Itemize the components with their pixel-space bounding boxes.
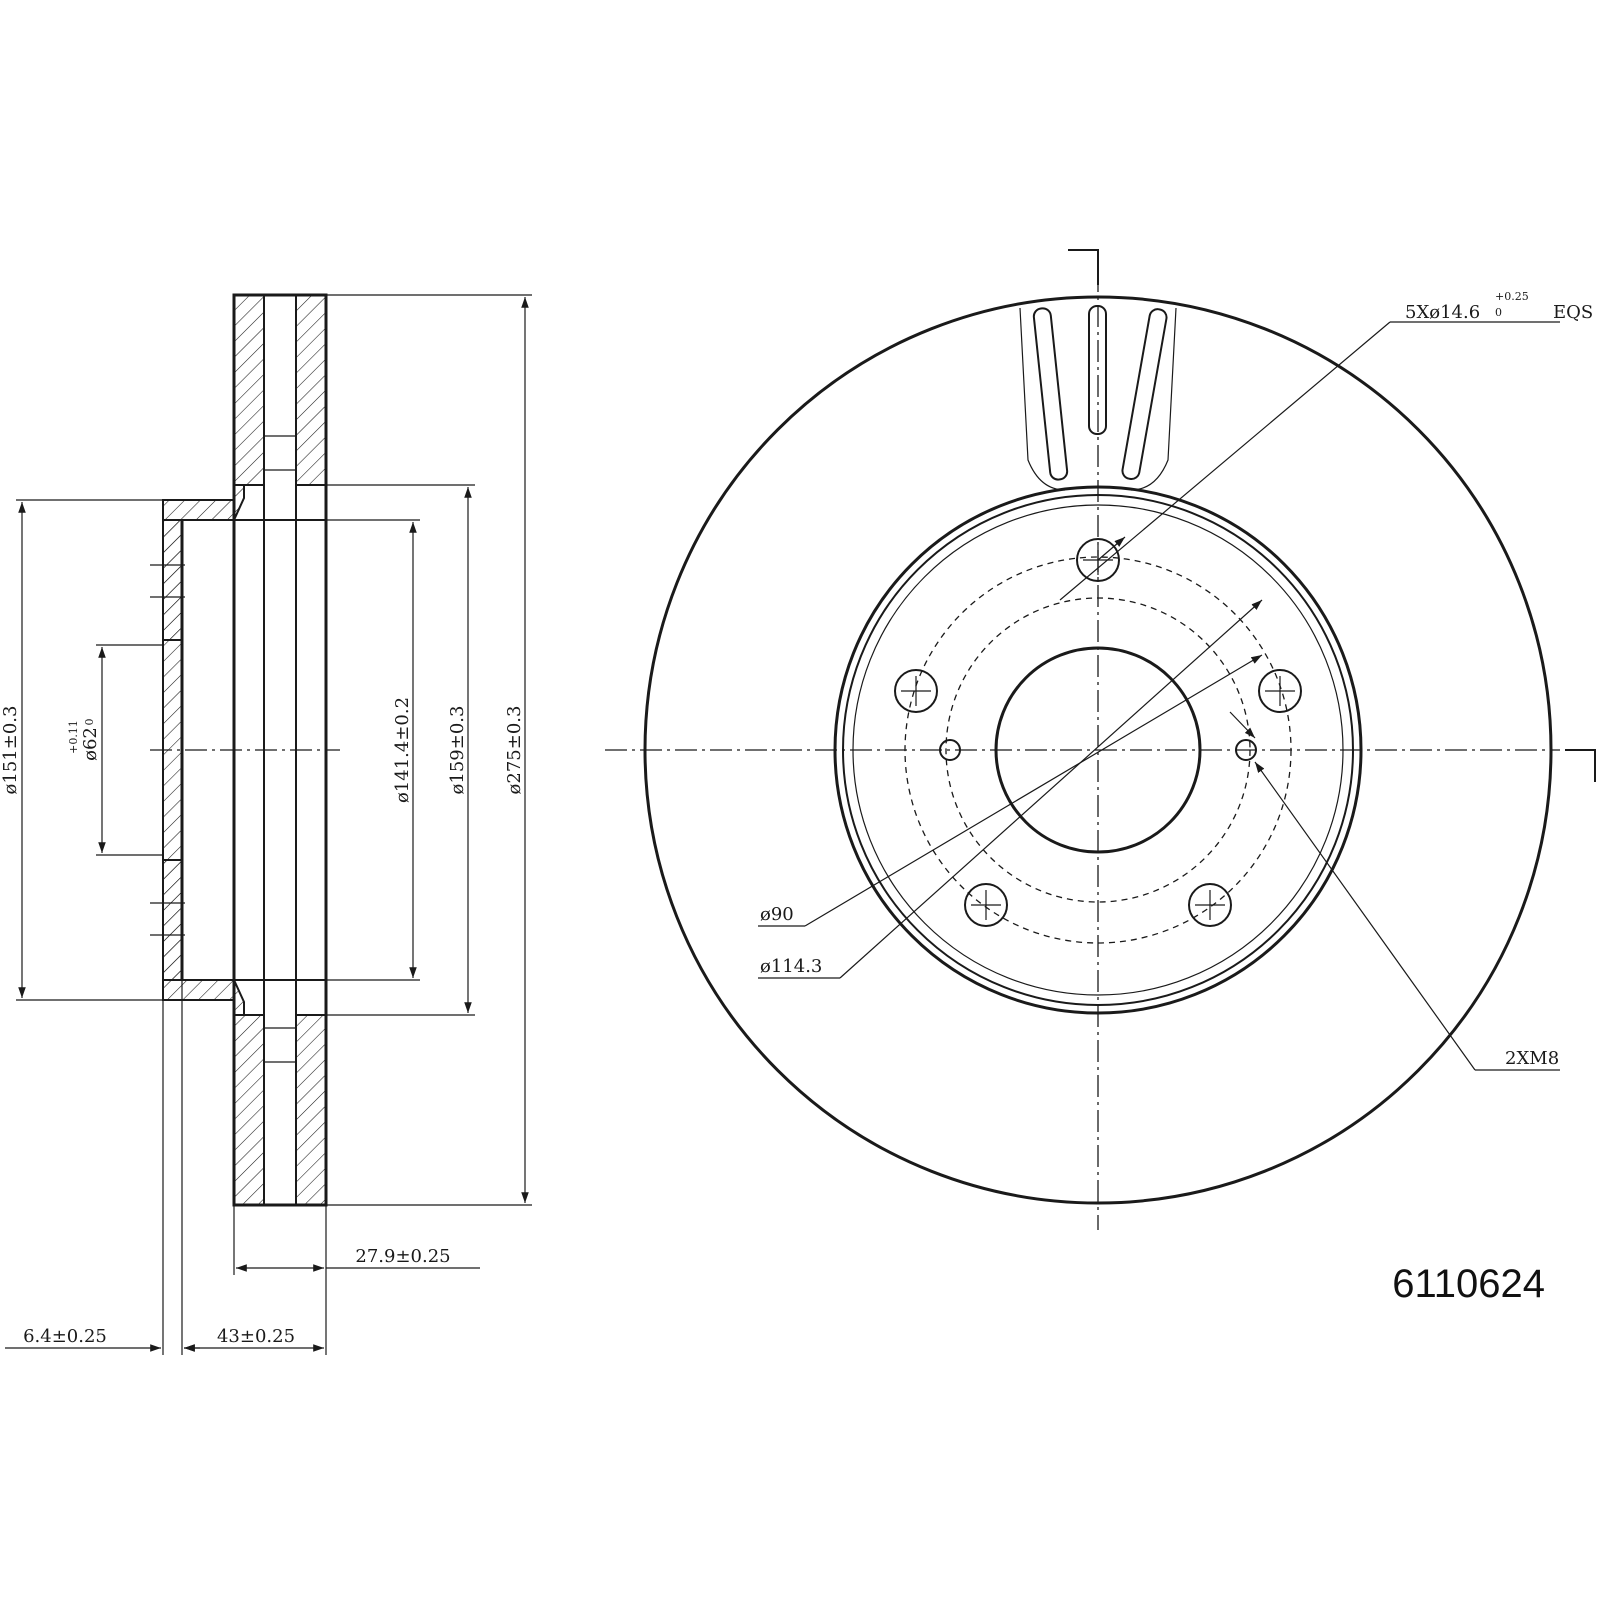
bolt-hole — [1188, 883, 1232, 927]
leader-thread-arrow — [1229, 711, 1256, 739]
outer-ring-bottom — [233, 1014, 265, 1206]
dim-thickness: 27.9±0.25 — [355, 1246, 450, 1267]
leader-bolt-holes — [1059, 321, 1391, 601]
bolt-hole — [964, 883, 1008, 927]
bolt-hole — [894, 669, 938, 713]
callout-bolt-holes: 5Xø14.6 — [1405, 302, 1480, 323]
vane-breakout — [1019, 307, 1177, 491]
hub-flange-top — [162, 519, 183, 641]
dim-d62-tol-upper: +0.11 — [67, 720, 80, 754]
section-marker-top — [1068, 249, 1099, 285]
dim-d62: ø62 — [80, 727, 101, 761]
vane-detail — [1019, 305, 1177, 491]
dim-d275: ø275±0.3 — [504, 706, 525, 795]
section-marker-right — [1565, 749, 1596, 782]
thread-hole-left — [939, 739, 961, 761]
leader-arrow — [1097, 536, 1126, 561]
bolt-hole — [1258, 669, 1302, 713]
vane — [1032, 307, 1069, 481]
callout-threads: 2XM8 — [1505, 1048, 1559, 1069]
part-number: 6110624 — [1392, 1262, 1545, 1306]
leader-pcd — [839, 599, 1263, 979]
vane — [1088, 305, 1107, 435]
leader-bore — [804, 654, 1263, 927]
vane — [1121, 308, 1168, 480]
hat-circle-outer — [833, 485, 1363, 1015]
disc-outline — [232, 293, 328, 1207]
bolt-hole-cross — [971, 890, 1001, 920]
inner-dashed-circle — [945, 597, 1251, 903]
section-view: ø151±0.3 ø62 +0.11 0 ø141.4±0.2 ø159±0.3… — [0, 293, 532, 1355]
disc-outer-circle — [643, 295, 1553, 1205]
callout-bolt-eqs: EQS — [1553, 302, 1593, 323]
outer-ring-top — [233, 294, 265, 486]
inner-ring-bottom — [295, 1014, 327, 1206]
bolt-hole — [1076, 538, 1120, 582]
hat-circle-fillet — [852, 504, 1344, 996]
front-view: 5Xø14.6 +0.25 0 EQS ø90 ø114.3 2XM8 — [605, 249, 1596, 1230]
dim-d62-tol-lower: 0 — [83, 719, 96, 726]
bolt-hole-cross — [1195, 890, 1225, 920]
pcd-dashed-circle — [904, 556, 1292, 944]
thread-hole-right — [1235, 739, 1257, 761]
callout-pcd: ø114.3 — [760, 956, 822, 977]
bolt-hole-cross — [1265, 676, 1295, 706]
dim-d151: ø151±0.3 — [0, 706, 21, 795]
leader-threads — [1254, 761, 1476, 1071]
dim-hub-depth: 6.4±0.25 — [23, 1326, 107, 1347]
dim-height: 43±0.25 — [217, 1326, 295, 1347]
callout-bolt-tol-upper: +0.25 — [1495, 290, 1529, 303]
callout-bolt-tol-lower: 0 — [1495, 306, 1502, 319]
bolt-hole-cross — [901, 676, 931, 706]
center-bore — [994, 646, 1202, 854]
inner-ring-top — [295, 294, 327, 486]
hub-flange-bottom — [162, 859, 183, 981]
dim-d141: ø141.4±0.2 — [392, 697, 413, 803]
hat-circle-inner — [842, 494, 1354, 1006]
dim-d159: ø159±0.3 — [447, 706, 468, 795]
callout-bore: ø90 — [760, 904, 794, 925]
